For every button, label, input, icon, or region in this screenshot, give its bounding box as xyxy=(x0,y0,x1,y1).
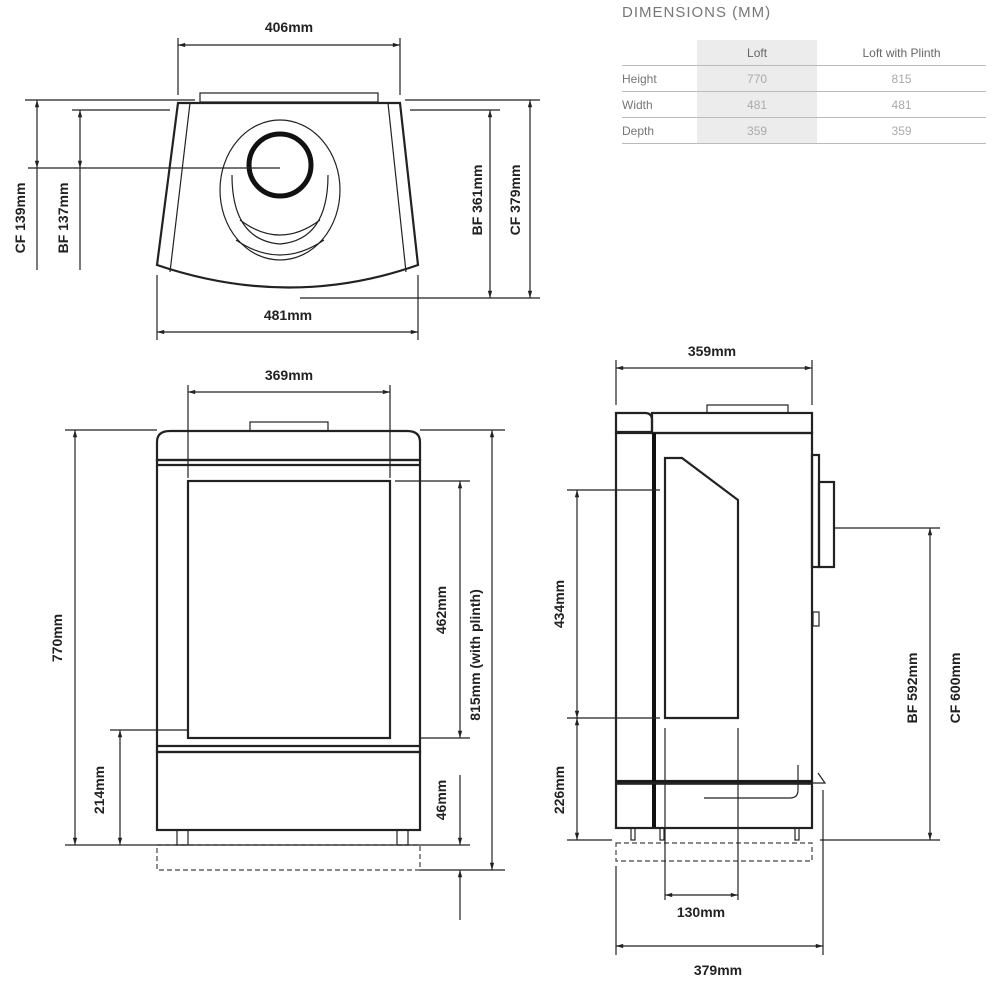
dim-label-46: 46mm xyxy=(433,780,449,820)
top-view: 406mm CF 139mm BF 137mm BF 361mm CF 379m… xyxy=(12,19,540,340)
dim-label-379: 379mm xyxy=(694,962,742,978)
stove-body-side xyxy=(614,431,814,783)
row-label: Depth xyxy=(622,117,698,144)
table-row: Depth 359 359 xyxy=(622,117,986,144)
stove-top-outline xyxy=(155,101,420,289)
glass-door xyxy=(186,479,392,740)
dim-label-815: 815mm (with plinth) xyxy=(467,589,483,720)
stove-body-front xyxy=(155,458,422,754)
dim-label-481: 481mm xyxy=(264,307,312,323)
dim-label-434: 434mm xyxy=(551,580,567,628)
dim-label-130: 130mm xyxy=(677,904,725,920)
dimensions-table: DIMENSIONS (MM) Loft Loft with Plinth He… xyxy=(622,0,986,144)
dim-label-bf-361: BF 361mm xyxy=(469,165,485,236)
dim-label-cf-600: CF 600mm xyxy=(947,653,963,724)
plinth-outline-side xyxy=(615,842,813,862)
table-row: Height 770 815 xyxy=(622,65,986,92)
dim-label-462: 462mm xyxy=(433,586,449,634)
dim-label-406: 406mm xyxy=(265,19,313,35)
dim-label-bf-137: BF 137mm xyxy=(55,183,71,254)
flue-collar xyxy=(246,131,314,199)
front-view: 369mm 770mm 214mm 462mm 815mm (with plin… xyxy=(49,367,505,920)
dim-label-226: 226mm xyxy=(551,766,567,814)
row-label: Height xyxy=(622,65,698,92)
flue-grille xyxy=(219,119,341,261)
table-header-row: Loft Loft with Plinth xyxy=(622,40,986,66)
dim-label-369: 369mm xyxy=(265,367,313,383)
dim-label-cf-379: CF 379mm xyxy=(507,165,523,236)
dim-label-bf-592: BF 592mm xyxy=(904,653,920,724)
column-header-loft: Loft xyxy=(697,40,818,66)
dim-label-770: 770mm xyxy=(49,614,65,662)
side-window xyxy=(663,456,740,720)
dim-label-214: 214mm xyxy=(91,766,107,814)
dim-label-359: 359mm xyxy=(688,343,736,359)
table-row: Width 481 481 xyxy=(622,91,986,118)
column-header-plinth: Loft with Plinth xyxy=(817,40,986,66)
side-view: 359mm 434mm 226mm BF 592mm CF 600mm 130m… xyxy=(551,343,963,978)
table-title: DIMENSIONS (MM) xyxy=(622,4,772,21)
plinth-outline xyxy=(156,844,421,871)
dim-label-cf-139: CF 139mm xyxy=(12,183,28,254)
row-label: Width xyxy=(622,91,698,118)
